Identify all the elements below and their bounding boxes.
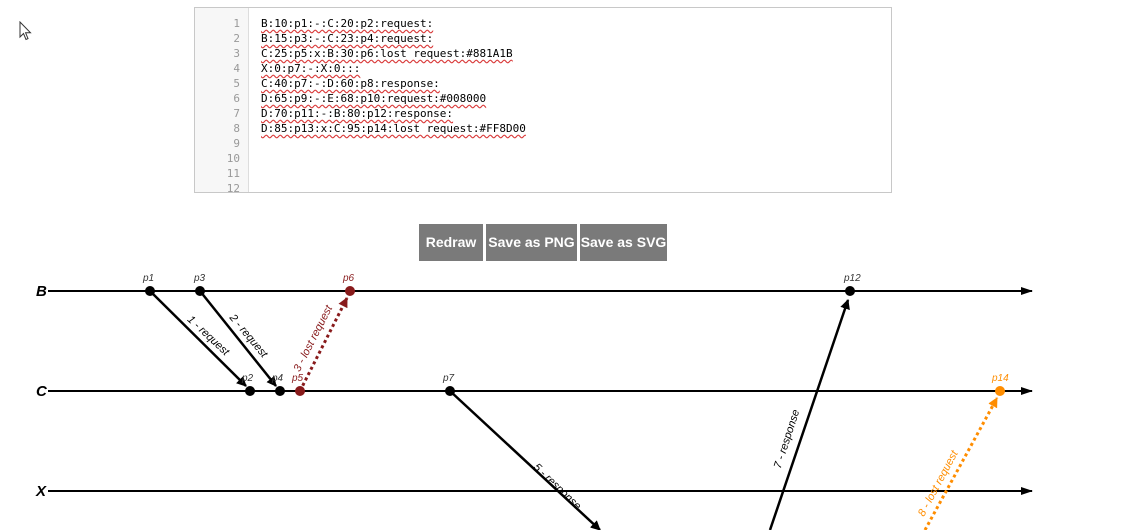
event-point <box>245 386 255 396</box>
line-number: 6 <box>233 92 240 105</box>
line-number: 11 <box>226 167 240 180</box>
code-line[interactable]: D:65:p9:-:E:68:p10:request:#008000 <box>261 92 487 105</box>
code-line[interactable]: C:25:p5:x:B:30:p6:lost request:#881A1B <box>261 47 513 60</box>
point-label-p2: p2 <box>241 373 254 384</box>
code-line[interactable]: X:0:p7:-:X:0::: <box>261 62 361 75</box>
point-label-p4: p4 <box>271 373 284 384</box>
timeline-label-c: C <box>36 383 48 400</box>
point-label-p14: p14 <box>991 373 1009 384</box>
line-number: 8 <box>233 122 240 135</box>
point-label-p12: p12 <box>843 273 861 284</box>
event-point <box>275 386 285 396</box>
event-point <box>845 286 855 296</box>
point-label-p6: p6 <box>342 273 355 284</box>
message-arrow <box>768 299 850 530</box>
event-point <box>345 286 355 296</box>
message-arrow <box>449 390 601 530</box>
line-number: 9 <box>233 137 240 150</box>
code-line[interactable]: C:40:p7:-:D:60:p8:response: <box>261 77 440 90</box>
line-number: 1 <box>233 17 240 30</box>
message-arrow <box>149 290 247 387</box>
line-number: 7 <box>233 107 240 120</box>
mouse-pointer-icon <box>19 21 32 41</box>
point-label-p1: p1 <box>142 273 154 284</box>
event-point <box>145 286 155 296</box>
timeline-label-x: X <box>35 483 47 500</box>
code-line[interactable]: D:85:p13:x:C:95:p14:lost request:#FF8D00 <box>261 122 526 135</box>
line-number: 12 <box>226 182 240 195</box>
code-line[interactable]: B:10:p1:-:C:20:p2:request: <box>261 17 434 30</box>
line-number: 10 <box>226 152 240 165</box>
save-as-png-button[interactable]: Save as PNG <box>486 224 577 261</box>
timeline-label-b: B <box>36 283 47 300</box>
message-label: 7 - response <box>772 408 802 470</box>
line-number: 2 <box>233 32 240 45</box>
event-point <box>445 386 455 396</box>
line-number: 5 <box>233 77 240 90</box>
redraw-button[interactable]: Redraw <box>419 224 483 261</box>
line-number: 4 <box>233 62 240 75</box>
save-as-svg-button[interactable]: Save as SVG <box>580 224 667 261</box>
point-label-p5: p5 <box>291 373 304 384</box>
message-arrow <box>199 290 277 387</box>
event-point <box>995 386 1005 396</box>
point-label-p7: p7 <box>442 373 455 384</box>
point-label-p3: p3 <box>193 273 206 284</box>
message-label: 2 - request <box>226 311 270 360</box>
message-arrow <box>923 397 999 530</box>
message-label: 5 - response <box>531 461 583 512</box>
message-arrow <box>298 297 349 392</box>
line-number: 3 <box>233 47 240 60</box>
event-point <box>195 286 205 296</box>
code-line[interactable]: D:70:p11:-:B:80:p12:response: <box>261 107 454 120</box>
code-line[interactable]: B:15:p3:-:C:23:p4:request: <box>261 32 434 45</box>
event-point <box>295 386 305 396</box>
